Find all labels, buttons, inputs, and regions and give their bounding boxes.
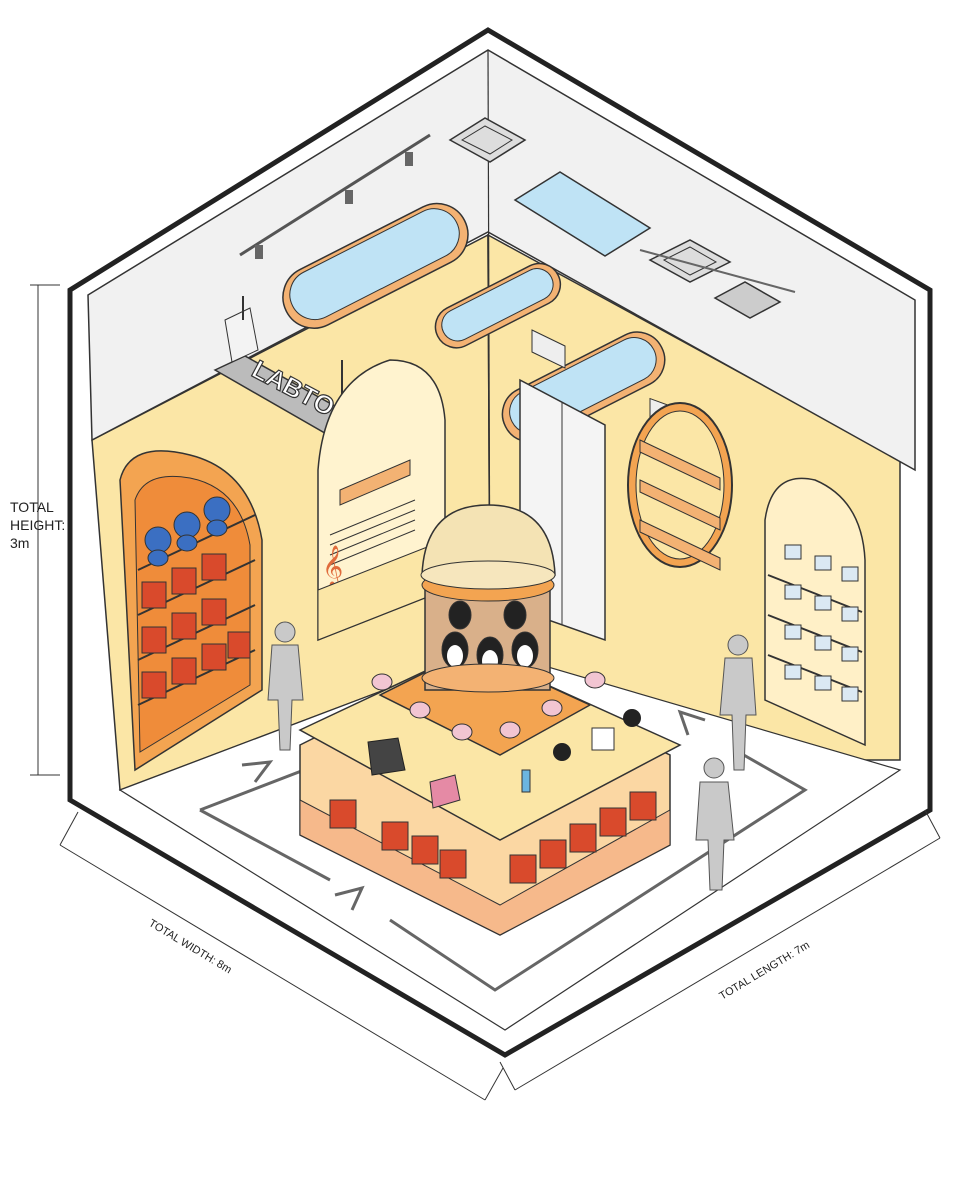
stitch-plush-icon: [144, 496, 231, 567]
display-item-row: [784, 544, 859, 702]
spotlight-icon: [345, 190, 353, 204]
mickey-figure-icon: [553, 743, 571, 761]
height-label-line3: 3m: [10, 535, 29, 551]
toy-box-row: [329, 791, 657, 884]
music-staff-icon: [329, 499, 416, 566]
lunchbox-icon: [429, 774, 461, 809]
spotlight-icon: [405, 152, 413, 166]
arrow-icon: [677, 709, 706, 736]
left-arched-shelf: [119, 450, 263, 772]
treble-clef-icon: 𝄞: [322, 545, 343, 588]
dome-canopy: [421, 504, 556, 576]
person-figure: [719, 634, 757, 771]
vent-icon: [448, 117, 527, 163]
minnie-figure-icon: [623, 709, 641, 727]
exit-sign: [531, 329, 566, 369]
vent-icon: [648, 239, 732, 283]
oval-ceiling-light: [282, 202, 469, 329]
height-label-line1: TOTAL: [10, 499, 54, 515]
length-label: TOTAL LENGTH: 7m: [717, 939, 812, 1002]
skylight-panel: [513, 171, 652, 257]
height-dimension: TOTAL HEIGHT: 3m: [10, 284, 65, 776]
arrow-icon: [241, 760, 274, 783]
right-arched-display: [764, 477, 866, 747]
photo-frame-icon: [591, 727, 615, 751]
bottle-icon: [521, 769, 531, 793]
person-figure: [267, 621, 304, 751]
vent-icon: [713, 281, 782, 319]
oval-ceiling-light: [434, 262, 562, 349]
handbag-icon: [367, 737, 406, 776]
toy-box-row: [141, 553, 251, 699]
central-display-counter: [298, 504, 682, 936]
person-figure: [695, 757, 735, 891]
table-lamp-icon: [371, 671, 606, 741]
width-label: TOTAL WIDTH: 8m: [146, 917, 233, 976]
spotlight-icon: [255, 245, 263, 259]
oval-wall-shelf: [627, 402, 733, 571]
height-label-line2: HEIGHT:: [10, 517, 65, 533]
arrow-icon: [334, 885, 365, 911]
music-niche: 𝄞: [317, 359, 446, 642]
ceiling-fixtures: [239, 117, 796, 642]
